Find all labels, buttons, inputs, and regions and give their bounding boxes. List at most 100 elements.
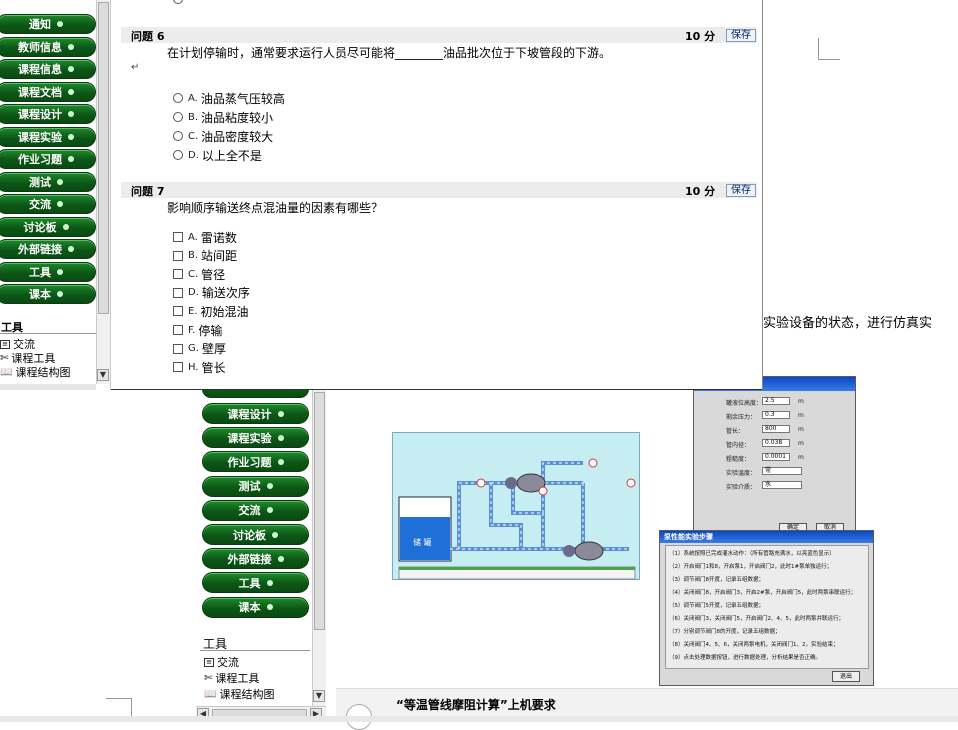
tools-divider bbox=[200, 650, 310, 651]
answer-option[interactable]: F.停输 bbox=[173, 322, 222, 338]
nav-button-label: 测试 bbox=[29, 175, 51, 189]
param-input[interactable]: 800 bbox=[762, 425, 790, 433]
nav-button-label: 外部链接 bbox=[227, 552, 272, 566]
text-cursor-mark bbox=[818, 38, 840, 60]
answer-option[interactable]: B.站间距 bbox=[173, 248, 237, 264]
param-input[interactable]: 0.3 bbox=[762, 411, 790, 419]
checkbox[interactable] bbox=[173, 232, 183, 242]
nav-button[interactable]: 课程信息 bbox=[0, 59, 96, 79]
tool-item-course-map[interactable]: 📖 课程结构图 bbox=[0, 364, 70, 380]
nav-dot-icon bbox=[57, 201, 63, 207]
answer-option[interactable]: C.管径 bbox=[173, 266, 225, 282]
option-letter: D. bbox=[188, 287, 199, 299]
nav-dot-icon bbox=[266, 604, 273, 611]
nav-button[interactable]: 讨论板 bbox=[0, 216, 96, 237]
answer-option[interactable]: D.以上全不是 bbox=[173, 147, 262, 163]
nav-button[interactable]: 课程设计 bbox=[0, 104, 96, 124]
nav-button[interactable]: 工具 bbox=[202, 572, 309, 594]
nav-button[interactable]: 课程实验 bbox=[0, 126, 96, 147]
param-input[interactable]: 水 bbox=[762, 481, 802, 489]
checkbox[interactable] bbox=[173, 269, 183, 280]
answer-option[interactable]: B.油品粘度较小 bbox=[173, 109, 273, 125]
radio-button[interactable] bbox=[173, 93, 183, 103]
save-button-q6[interactable]: 保存 bbox=[726, 29, 756, 42]
partial-radio[interactable] bbox=[173, 0, 183, 4]
nav-button[interactable]: 课程实验 bbox=[202, 427, 309, 449]
nav-button[interactable]: 讨论板 bbox=[202, 524, 309, 545]
answer-option[interactable]: C.油品密度较大 bbox=[173, 128, 273, 144]
checkbox[interactable] bbox=[173, 325, 183, 335]
nav-button[interactable]: 外部链接 bbox=[0, 239, 96, 259]
nav-button[interactable]: 交流 bbox=[0, 194, 96, 214]
nav-dot-icon bbox=[277, 555, 284, 562]
experiment-step: （4）关闭阀门8，开启阀门3，开启2#泵，开启阀门5，此时两泵串联运行； bbox=[669, 590, 857, 596]
experiment-step: （1）系统按照已完成灌水动作：（所有管路充满水，以亮蓝色显示） bbox=[669, 551, 835, 557]
param-input[interactable]: 0.0001 bbox=[762, 453, 790, 461]
nav-button-label: 工具 bbox=[29, 265, 51, 279]
bottom-nav-scrollbar[interactable]: ▼ bbox=[312, 388, 326, 706]
param-unit: m bbox=[798, 426, 804, 433]
scroll-down-button[interactable]: ▼ bbox=[313, 690, 325, 702]
answer-option[interactable]: D.输送次序 bbox=[173, 285, 250, 301]
option-text: 管长 bbox=[201, 360, 226, 375]
nav-button[interactable]: 作业习题 bbox=[0, 149, 96, 169]
nav-button[interactable]: 课程设计 bbox=[202, 403, 309, 424]
tool-item-course-tools[interactable]: ✄ 课程工具 bbox=[204, 670, 259, 686]
checkbox[interactable] bbox=[173, 362, 183, 373]
save-button-q7[interactable]: 保存 bbox=[726, 184, 756, 197]
tool-label: 课程结构图 bbox=[219, 688, 275, 701]
nav-dot-icon bbox=[266, 483, 273, 490]
nav-button[interactable]: 外部链接 bbox=[202, 548, 309, 570]
answer-option[interactable]: E.初始混油 bbox=[173, 303, 249, 319]
nav-button[interactable]: 工具 bbox=[0, 261, 96, 282]
checkbox[interactable] bbox=[173, 343, 183, 354]
nav-button[interactable]: 测试 bbox=[0, 171, 96, 192]
nav-button-label: 作业习题 bbox=[227, 455, 272, 469]
radio-button[interactable] bbox=[173, 150, 183, 160]
param-input[interactable]: 0.038 bbox=[762, 439, 790, 447]
nav-dot-icon bbox=[68, 156, 74, 162]
checkbox[interactable] bbox=[173, 287, 183, 298]
option-letter: B. bbox=[188, 111, 199, 123]
tool-item-course-tools[interactable]: ✄ 课程工具 bbox=[0, 350, 55, 366]
tool-item-course-map[interactable]: 📖 课程结构图 bbox=[204, 686, 274, 702]
answer-option[interactable]: A.油品蒸气压较高 bbox=[173, 90, 285, 106]
checkbox[interactable] bbox=[173, 306, 183, 317]
param-label: 管内径： bbox=[726, 442, 751, 449]
answer-option[interactable]: G.壁厚 bbox=[173, 341, 226, 357]
tool-item-chat[interactable]: ≡ 交流 bbox=[0, 336, 35, 352]
option-text: 停输 bbox=[198, 323, 223, 338]
answer-option[interactable]: H.管长 bbox=[173, 359, 226, 375]
exit-button[interactable]: 退出 bbox=[832, 671, 860, 682]
nav-button[interactable]: 作业习题 bbox=[202, 451, 309, 473]
nav-dot-icon bbox=[57, 268, 63, 275]
answer-option[interactable]: A.雷诺数 bbox=[173, 229, 237, 245]
nav-button-label: 课程实验 bbox=[227, 431, 272, 445]
nav-button[interactable]: 课本 bbox=[0, 284, 96, 304]
nav-button[interactable]: 教师信息 bbox=[0, 36, 96, 57]
param-input[interactable]: 常 bbox=[762, 467, 802, 475]
scroll-thumb[interactable] bbox=[98, 2, 109, 314]
radio-button[interactable] bbox=[173, 112, 183, 122]
scroll-thumb[interactable] bbox=[314, 392, 325, 630]
nav-button-label: 测试 bbox=[238, 480, 261, 494]
nav-button-label: 外部链接 bbox=[18, 243, 62, 256]
top-nav-scrollbar[interactable]: ▼ bbox=[96, 0, 110, 384]
option-text: 油品蒸气压较高 bbox=[200, 91, 285, 106]
nav-dot-icon bbox=[57, 291, 63, 297]
nav-button[interactable]: 测试 bbox=[202, 475, 309, 497]
nav-button[interactable]: 交流 bbox=[202, 499, 309, 521]
top-hscrollbar[interactable] bbox=[0, 384, 96, 390]
param-input[interactable]: 2.5 bbox=[762, 397, 790, 405]
tool-item-chat[interactable]: ≡ 交流 bbox=[204, 654, 239, 670]
option-text: 输送次序 bbox=[201, 286, 250, 301]
radio-button[interactable] bbox=[173, 131, 183, 141]
nav-button[interactable]: 课本 bbox=[202, 596, 309, 618]
nav-button[interactable]: 课程文档 bbox=[0, 81, 96, 102]
nav-button[interactable]: 通知 bbox=[0, 14, 96, 34]
checkbox[interactable] bbox=[173, 250, 183, 261]
tool-label: 交流 bbox=[217, 656, 239, 669]
tool-label: 交流 bbox=[13, 338, 35, 351]
nav-button-label: 讨论板 bbox=[23, 220, 57, 234]
scroll-down-button[interactable]: ▼ bbox=[97, 369, 109, 381]
